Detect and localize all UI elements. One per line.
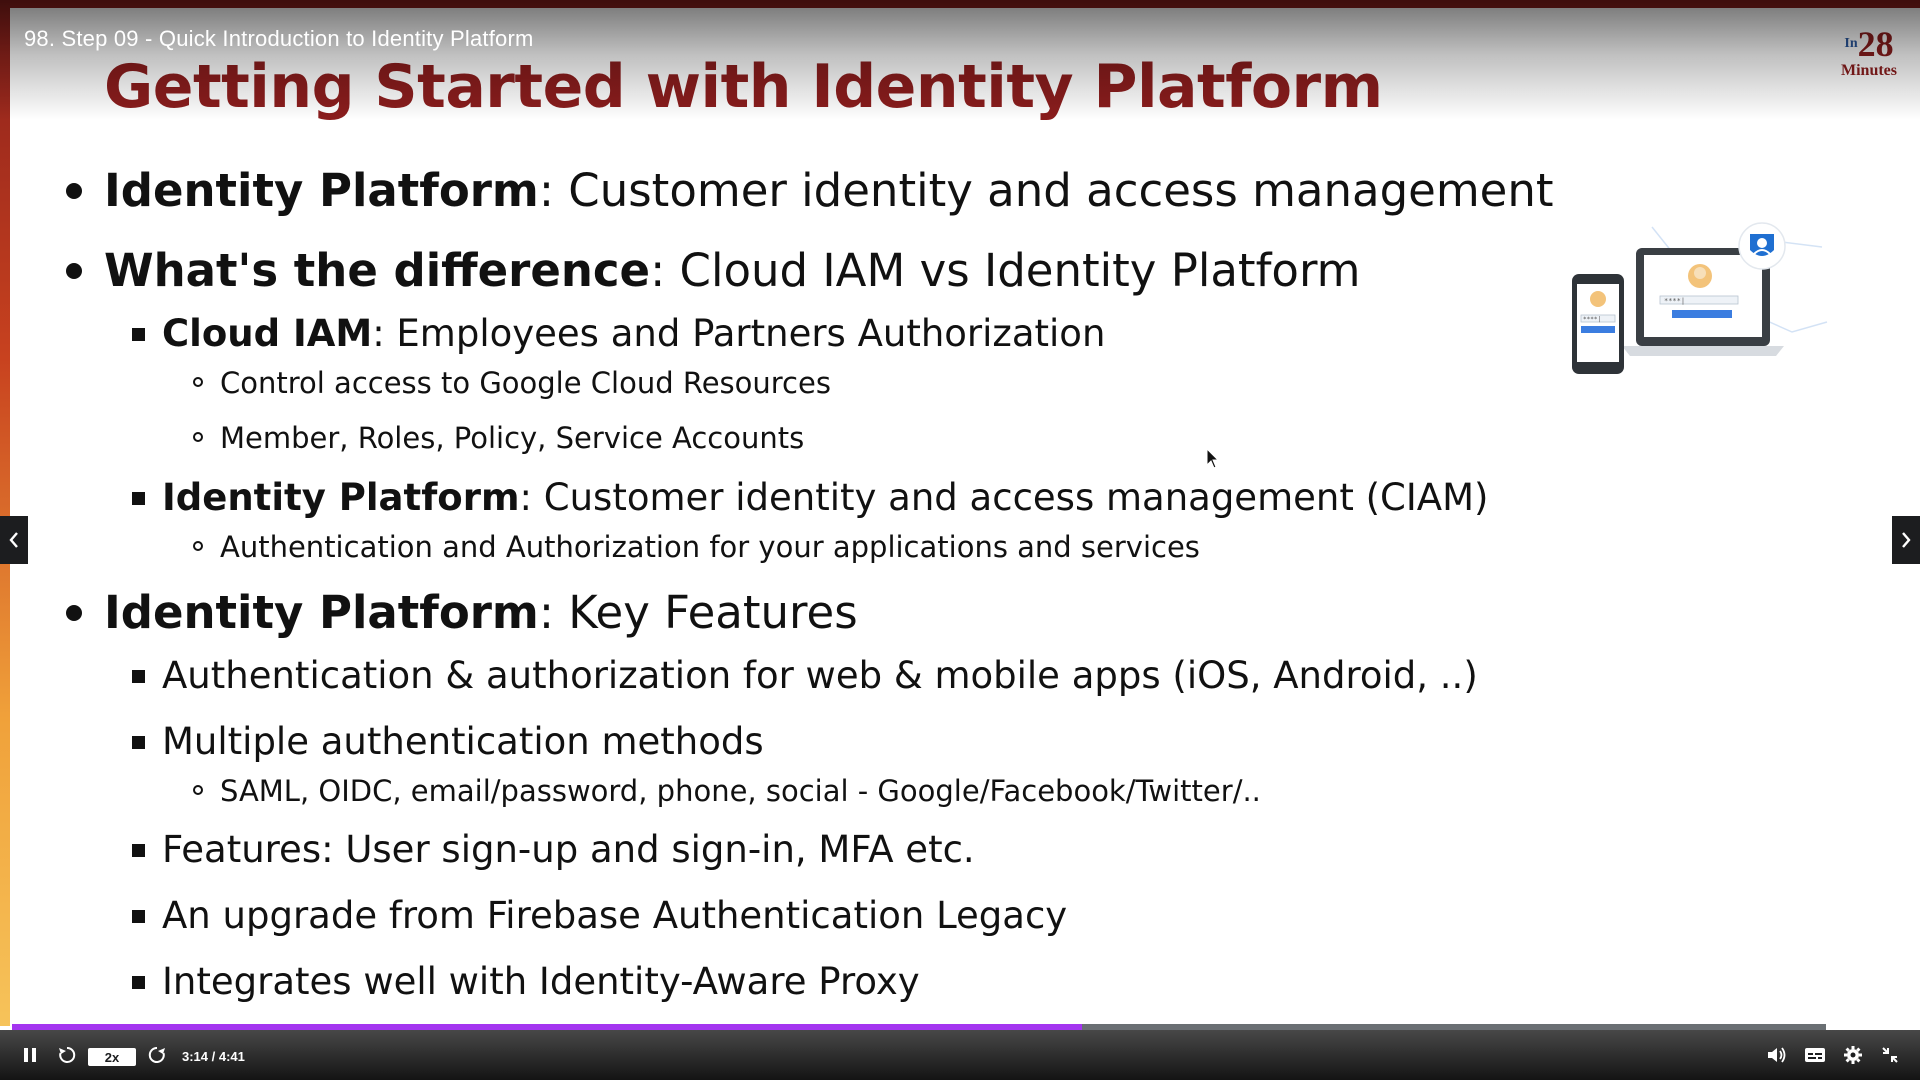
pause-button[interactable]	[20, 1045, 40, 1065]
bullet-cloud-iam: Cloud IAM: Employees and Partners Author…	[132, 312, 1105, 355]
video-title: 98. Step 09 - Quick Introduction to Iden…	[24, 26, 534, 51]
exit-fullscreen-icon	[1882, 1047, 1898, 1063]
bullet-key-features: Identity Platform: Key Features	[66, 586, 858, 639]
bullet-control-access: Control access to Google Cloud Resources	[193, 366, 831, 400]
bullet-iap: Integrates well with Identity-Aware Prox…	[132, 960, 920, 1003]
bullet-difference: What's the difference: Cloud IAM vs Iden…	[66, 244, 1361, 297]
bullet-features-signup: Features: User sign-up and sign-in, MFA …	[132, 828, 975, 871]
pause-icon	[24, 1048, 36, 1062]
slide-title: Getting Started with Identity Platform	[104, 52, 1383, 122]
playback-speed-button[interactable]: 2x	[88, 1048, 136, 1066]
forward-button[interactable]	[146, 1044, 168, 1066]
forward-icon	[148, 1046, 165, 1063]
in28minutes-logo: In28 Minutes	[1841, 24, 1897, 79]
rewind-icon	[59, 1046, 76, 1063]
svg-text:****|: ****|	[1664, 297, 1685, 305]
bullet-web-mobile: Authentication & authorization for web &…	[132, 654, 1478, 697]
player-control-bar	[0, 1030, 1920, 1080]
chevron-right-icon	[1902, 532, 1911, 548]
captions-button[interactable]	[1804, 1044, 1826, 1066]
rewind-button[interactable]	[56, 1044, 78, 1066]
settings-button[interactable]	[1842, 1044, 1864, 1066]
bullet-auth-methods: Multiple authentication methods	[132, 720, 764, 763]
mouse-pointer-icon	[1206, 448, 1220, 469]
bullet-saml-oidc: SAML, OIDC, email/password, phone, socia…	[193, 774, 1261, 808]
bullet-member-roles: Member, Roles, Policy, Service Accounts	[193, 421, 804, 455]
volume-icon	[1768, 1047, 1786, 1063]
bullet-identity-platform-ciam: Identity Platform: Customer identity and…	[132, 476, 1488, 519]
chevron-left-icon	[9, 532, 18, 548]
identity-devices-illustration: ****| ****|	[1572, 222, 1828, 374]
exit-fullscreen-button[interactable]	[1880, 1045, 1900, 1065]
bullet-firebase-upgrade: An upgrade from Firebase Authentication …	[132, 894, 1067, 937]
captions-icon	[1805, 1048, 1825, 1062]
slide-top-accent	[0, 0, 1920, 8]
next-lecture-button[interactable]	[1892, 516, 1920, 564]
slide-left-accent	[0, 0, 10, 1026]
progress-bar[interactable]	[12, 1024, 1826, 1030]
gear-icon	[1844, 1046, 1862, 1064]
bullet-authn-authz: Authentication and Authorization for you…	[193, 530, 1200, 564]
progress-bar-fill	[12, 1024, 1083, 1030]
volume-button[interactable]	[1766, 1044, 1788, 1066]
slide: Getting Started with Identity Platform I…	[0, 0, 1920, 1026]
svg-text:****|: ****|	[1583, 316, 1601, 323]
playback-time: 3:14 / 4:41	[182, 1049, 245, 1064]
previous-lecture-button[interactable]	[0, 516, 28, 564]
bullet-identity-platform: Identity Platform: Customer identity and…	[66, 164, 1554, 217]
